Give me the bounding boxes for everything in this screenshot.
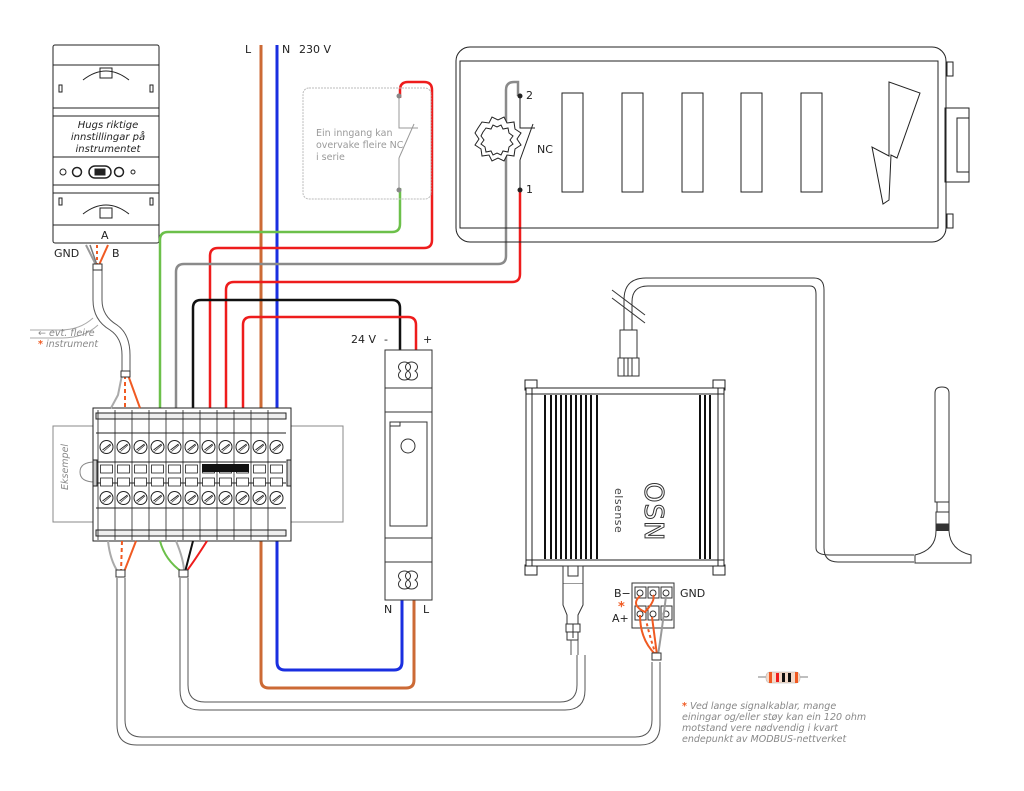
nc-terminal-1: 1 <box>526 183 533 196</box>
red-wire-psu-plus <box>241 315 418 415</box>
footnote-text: Ved lange signalkablar, mange einingar o… <box>682 701 867 745</box>
screw-icon <box>150 491 165 505</box>
screw-icon <box>218 440 233 454</box>
din-rail-label: Eksempel <box>60 443 71 490</box>
terminal-bridge <box>202 464 249 472</box>
cable-meter-to-terminal <box>30 268 131 375</box>
meter-wires <box>85 244 109 271</box>
cable-bottom-loop-inner <box>179 578 586 711</box>
psu-voltage: 24 V <box>351 333 377 346</box>
gateway-housing <box>524 379 726 576</box>
rs485-a-plus: A+ <box>612 612 629 625</box>
screw-icon <box>269 491 284 505</box>
screw-icon <box>167 440 182 454</box>
screw-icon <box>184 491 199 505</box>
psu-input-n: N <box>384 603 393 616</box>
daisy-chain-line2: instrument <box>46 339 99 350</box>
screw-icon <box>116 440 131 454</box>
terminal-column <box>250 410 267 540</box>
phase-L-wire <box>259 45 416 690</box>
screw-icon <box>99 491 114 505</box>
screw-icon <box>150 440 165 454</box>
screw-icon <box>201 491 216 505</box>
screw-icon <box>133 440 148 454</box>
screw-icon <box>167 491 182 505</box>
psu-24v <box>384 349 433 601</box>
left-arrow-icon: ← <box>38 328 46 339</box>
relay-note: Ein inngang kan overvake fleire NC i ser… <box>316 128 404 163</box>
rs485-wires <box>635 594 667 661</box>
meter-display-text: Hugs riktige innstillingar på instrument… <box>70 120 146 155</box>
meter-terminal-a: A <box>101 229 109 242</box>
rs485-gnd: GND <box>680 587 706 600</box>
daisy-chain-line1: evt. fleire <box>49 328 95 339</box>
cable-bottom-loop-outer <box>116 578 661 746</box>
gateway-model: OSN <box>638 482 669 542</box>
screw-icon <box>235 491 250 505</box>
nc-label: NC <box>537 143 553 156</box>
screw-icon <box>116 491 131 505</box>
supply-label-n: N <box>282 43 291 56</box>
screw-icon <box>201 440 216 454</box>
black-wire-psu-minus <box>191 298 402 415</box>
nc-contact <box>517 93 535 193</box>
gateway-brand: elsense <box>612 488 625 534</box>
gateway-antenna-cable <box>611 277 914 563</box>
cabinet <box>455 46 970 243</box>
terminal-column <box>165 410 182 540</box>
psu-minus: - <box>384 333 388 346</box>
screw-icon <box>235 440 250 454</box>
rs485-asterisk-icon: * <box>618 600 625 615</box>
neutral-N-wire <box>275 45 404 672</box>
gateway-ethernet-plug <box>562 565 584 655</box>
supply-voltage: 230 V <box>299 43 332 56</box>
terminal-column <box>131 410 148 540</box>
nc-terminal-2: 2 <box>526 89 533 102</box>
screw-icon <box>218 491 233 505</box>
termination-resistor <box>758 671 808 684</box>
terminal-block <box>92 407 292 542</box>
terminal-column <box>148 410 165 540</box>
meter-terminal-b: B <box>112 247 120 260</box>
terminal-column <box>97 410 114 540</box>
screw-icon <box>99 440 114 454</box>
red-wire-nc <box>224 190 522 415</box>
psu-input-l: L <box>423 603 430 616</box>
green-wire <box>158 188 402 415</box>
terminal-column <box>267 410 284 540</box>
screw-icon <box>252 440 267 454</box>
screw-icon <box>133 491 148 505</box>
terminal-column <box>114 410 131 540</box>
psu-plus: + <box>423 333 433 346</box>
terminal-bottom-wires <box>107 540 208 578</box>
screw-icon <box>184 440 199 454</box>
footnote-asterisk-icon: * <box>682 701 687 712</box>
asterisk-icon: * <box>38 339 43 350</box>
terminal-column <box>182 410 199 540</box>
red-wire-relay <box>208 80 434 415</box>
rs485-b-minus: B− <box>614 587 631 600</box>
supply-label-l: L <box>245 43 252 56</box>
screw-icon <box>269 440 284 454</box>
terminal-top-wires <box>110 370 141 409</box>
grey-wire-nc <box>174 80 520 415</box>
relay-nc-box <box>302 87 432 200</box>
gateway-cooling-fins <box>544 395 711 559</box>
meter-terminal-gnd: GND <box>54 247 80 260</box>
antenna <box>914 386 972 564</box>
footnote: * Ved lange signalkablar, mange einingar… <box>682 701 872 745</box>
screw-icon <box>252 491 267 505</box>
energy-meter <box>52 44 160 244</box>
daisy-chain-note: ← evt. fleire * instrument <box>38 328 98 350</box>
